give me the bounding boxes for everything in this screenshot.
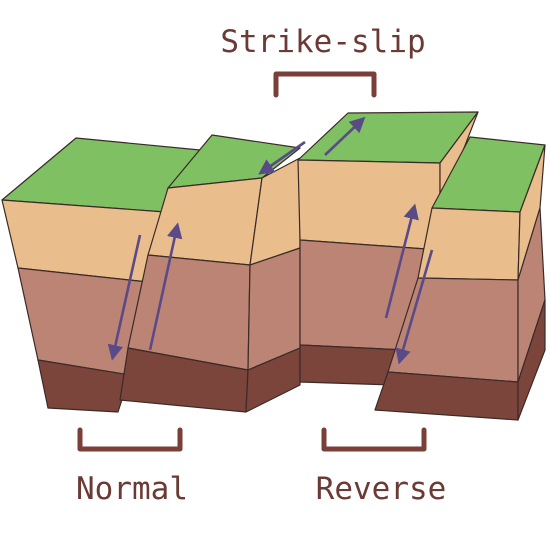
reverse-bracket [321, 427, 427, 452]
reverse-down-arrow [395, 249, 434, 365]
right-face-rock [517, 299, 546, 421]
strike-slip-right-arrow [324, 116, 366, 156]
left-layer-rock [37, 359, 131, 413]
block-right [374, 136, 546, 421]
strike-slip-left-arrow [258, 140, 306, 175]
block-center-left [119, 134, 301, 413]
normal-up-arrow [148, 222, 183, 351]
strike-slip-bracket [273, 71, 377, 98]
normal-bracket [77, 427, 183, 452]
right-side-sand [417, 207, 521, 281]
center-left-face-rock [245, 347, 301, 413]
reverse-up-arrow [384, 203, 419, 319]
center-side-sand [297, 159, 441, 251]
normal-down-arrow [107, 234, 142, 361]
reverse-label: Reverse [316, 471, 447, 507]
normal-label: Normal [76, 471, 188, 507]
strike-slip-label: Strike-slip [220, 24, 425, 60]
